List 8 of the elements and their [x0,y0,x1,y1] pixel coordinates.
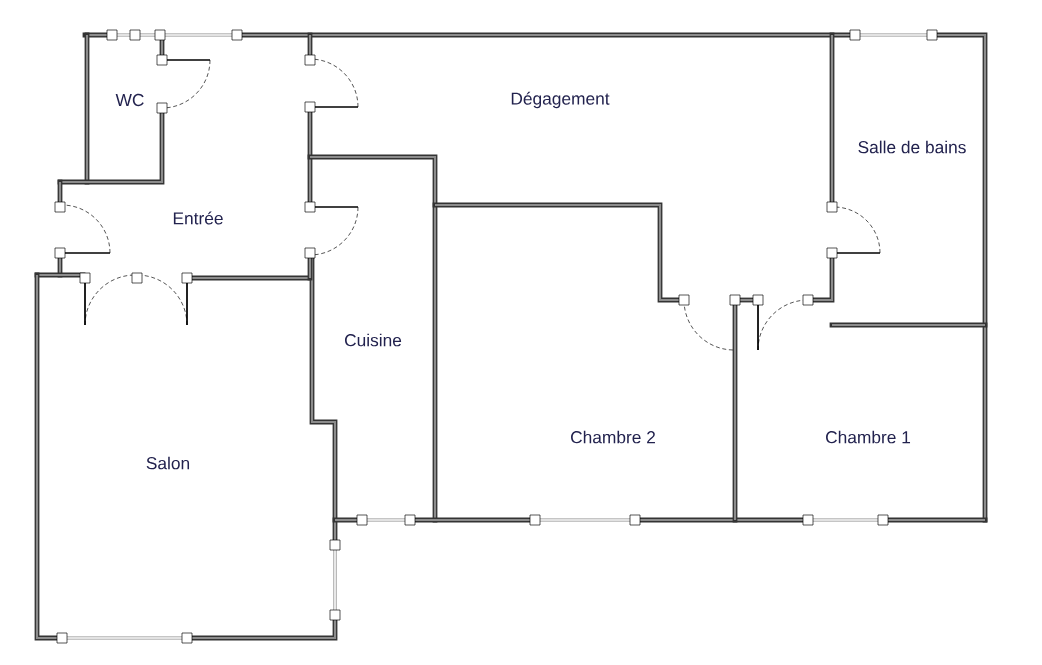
room-label: Chambre 2 [571,430,655,444]
room-label: Salon [146,456,190,470]
room-label: Salle de bains [858,140,966,154]
room-label: Cuisine [345,333,402,347]
room-label: Chambre 1 [826,430,910,444]
room-label: Dégagement [511,91,610,109]
room-label: Entrée [173,211,223,225]
room-label: WC [115,93,144,107]
